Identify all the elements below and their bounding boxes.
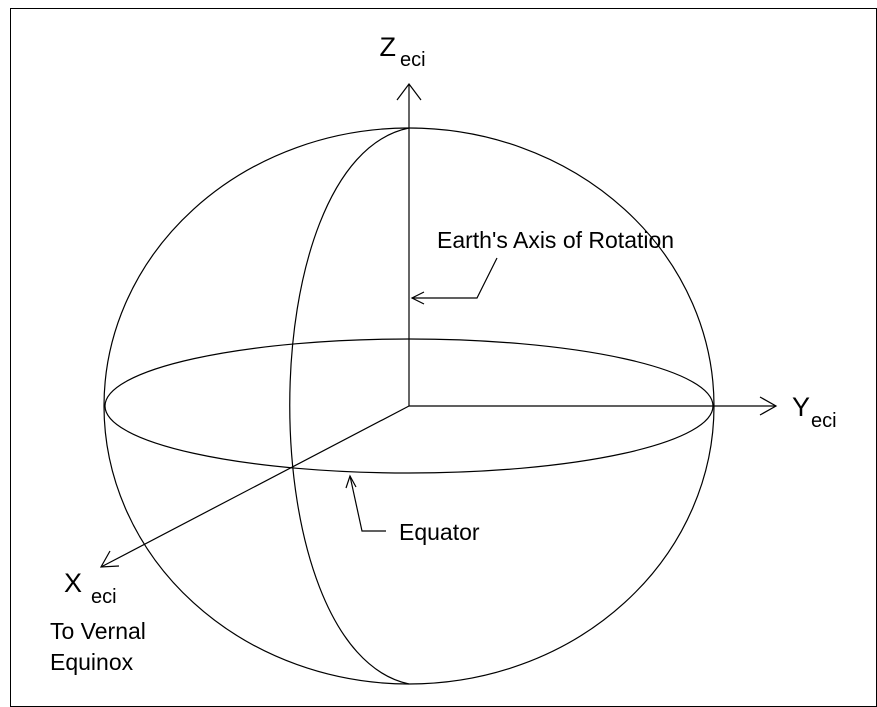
equator-leader: [349, 475, 386, 532]
rotation-axis-leader: [412, 257, 498, 299]
equator-leader-arrow: [345, 474, 357, 489]
y-axis-subscript: eci: [811, 410, 837, 432]
vernal-label-line1: To Vernal: [50, 618, 146, 644]
z-axis-subscript: eci: [400, 49, 426, 71]
vernal-label-line2: Equinox: [50, 649, 134, 675]
x-axis-line: [100, 405, 410, 568]
rotation-axis-label: Earth's Axis of Rotation: [437, 227, 674, 253]
frame-border: [10, 8, 877, 707]
y-axis-arrowhead: [759, 396, 778, 416]
y-axis-letter: Y: [792, 392, 810, 422]
x-axis-arrowhead: [99, 550, 120, 568]
x-axis-letter: X: [64, 568, 82, 598]
meridian-arc: [289, 127, 410, 685]
z-axis-letter: Z: [380, 32, 397, 62]
rotation-axis-leader-arrow: [410, 291, 425, 305]
x-axis-subscript: eci: [91, 586, 117, 608]
z-axis-arrowhead: [396, 83, 422, 101]
equator-label: Equator: [399, 519, 480, 545]
